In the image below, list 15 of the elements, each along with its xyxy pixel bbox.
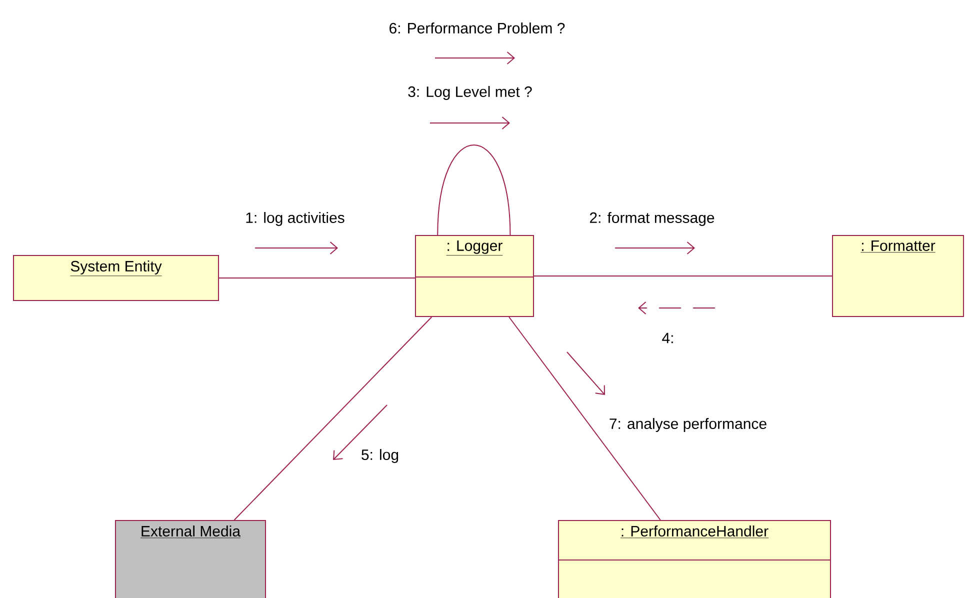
message-label: 6: Performance Problem ? [388, 22, 566, 34]
link-line [437, 144, 511, 236]
object-box: System Entity [13, 255, 219, 301]
object-box: : Formatter [832, 235, 964, 317]
message-label: 4: [660, 332, 676, 344]
message-label: 2: format message [588, 211, 716, 227]
object-box: External Media [115, 520, 266, 598]
message-label: 3: Log Level met ? [406, 85, 534, 101]
message-label: 1: log activities [244, 211, 346, 227]
message-label: 7: analyse performance [608, 417, 768, 433]
link-line [508, 316, 661, 520]
message-label: 5: log [360, 448, 400, 464]
object-box: : Logger [414, 235, 534, 317]
object-box: : PerformanceHandler [558, 520, 831, 598]
link-line [234, 316, 432, 520]
